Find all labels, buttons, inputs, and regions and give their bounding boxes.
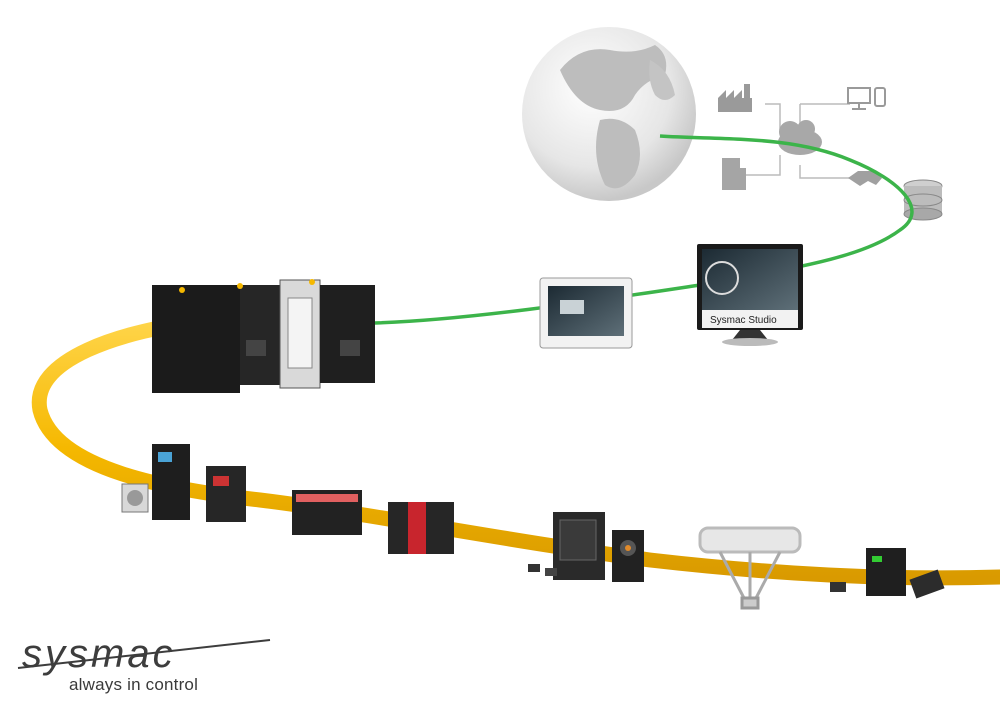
- monitor-sysmac-studio: Sysmac Studio: [697, 244, 803, 346]
- tagline: always in control: [69, 675, 199, 694]
- io-module-red: [388, 502, 454, 554]
- servo-drive: [121, 444, 190, 520]
- delta-robot: [698, 526, 802, 610]
- vision-controller: [528, 512, 605, 580]
- monitor-label: Sysmac Studio: [710, 315, 777, 326]
- cloud-network-lines: [745, 103, 850, 179]
- io-module-black: [292, 490, 362, 535]
- hmi-panel: [539, 277, 633, 349]
- globe-icon: [522, 27, 696, 201]
- sysmac-logo-text: sysmac: [22, 632, 176, 676]
- computer-icon: [847, 87, 886, 110]
- handshake-icon: [848, 171, 882, 186]
- plc-controller: [152, 279, 375, 393]
- building-icon: [722, 158, 746, 190]
- industrial-pc: [830, 548, 945, 599]
- sysmac-logo: [17, 639, 271, 669]
- inverter: [206, 466, 246, 522]
- vision-camera: [612, 530, 644, 582]
- factory-icon: [718, 84, 752, 112]
